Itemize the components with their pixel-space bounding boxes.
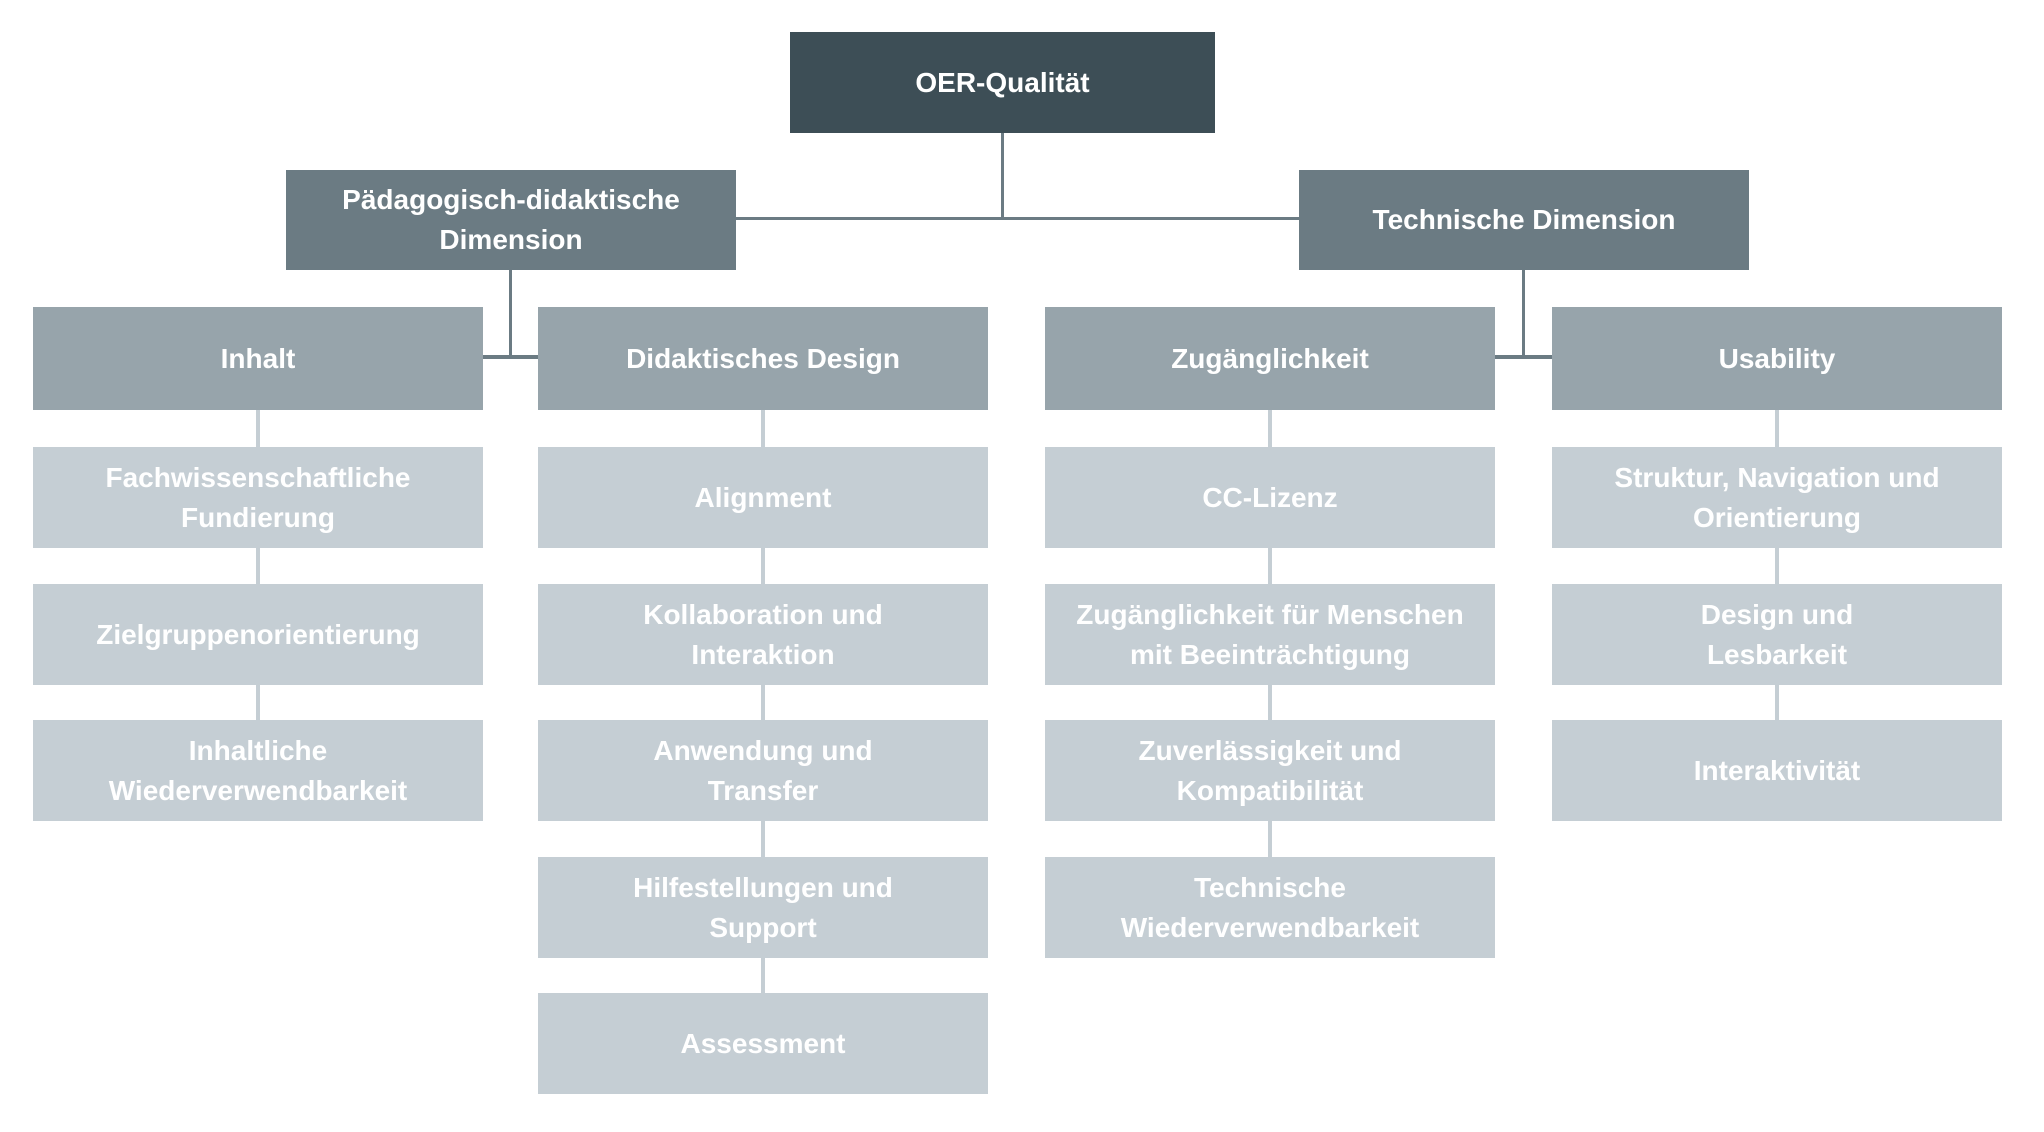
connector-col2-gap4: [761, 958, 765, 993]
node-zugaenglichkeit-fuer-menschen-mit-beeintraechtigung: Zugänglichkeit für Menschen mit Beeinträ…: [1045, 584, 1495, 685]
connector-dim2-bar: [1495, 355, 1552, 359]
connector-root-bar: [736, 217, 1299, 220]
node-usability: Usability: [1552, 307, 2002, 410]
node-kollaboration-und-interaktion: Kollaboration und Interaktion: [538, 584, 988, 685]
node-paedagogisch-didaktische-dimension: Pädagogisch-didaktische Dimension: [286, 170, 736, 270]
connector-col2-gap2: [761, 685, 765, 720]
connector-col4-gap0: [1775, 410, 1779, 447]
connector-col3-gap0: [1268, 410, 1272, 447]
node-inhaltliche-wiederverwendbarkeit: Inhaltliche Wiederverwendbarkeit: [33, 720, 483, 821]
node-oer-qualitaet: OER-Qualität: [790, 32, 1215, 133]
node-struktur-navigation-und-orientierung: Struktur, Navigation und Orientierung: [1552, 447, 2002, 548]
node-zuverlaessigkeit-und-kompatibilitaet: Zuverlässigkeit und Kompatibilität: [1045, 720, 1495, 821]
node-anwendung-und-transfer: Anwendung und Transfer: [538, 720, 988, 821]
connector-col4-gap1: [1775, 548, 1779, 584]
node-fachwissenschaftliche-fundierung: Fachwissenschaftliche Fundierung: [33, 447, 483, 548]
node-zielgruppenorientierung: Zielgruppenorientierung: [33, 584, 483, 685]
connector-col3-gap1: [1268, 548, 1272, 584]
connector-col1-gap1: [256, 548, 260, 584]
connector-col2-gap1: [761, 548, 765, 584]
node-design-und-lesbarkeit: Design und Lesbarkeit: [1552, 584, 2002, 685]
node-alignment: Alignment: [538, 447, 988, 548]
node-inhalt: Inhalt: [33, 307, 483, 410]
node-hilfestellungen-und-support: Hilfestellungen und Support: [538, 857, 988, 958]
connector-col4-gap2: [1775, 685, 1779, 720]
node-interaktivitaet: Interaktivität: [1552, 720, 2002, 821]
connector-dim2-drop: [1522, 270, 1525, 358]
connector-col3-gap3: [1268, 821, 1272, 857]
connector-col1-gap2: [256, 685, 260, 720]
connector-dim1-drop: [509, 270, 512, 358]
connector-dim1-bar: [483, 355, 538, 359]
connector-col2-gap3: [761, 821, 765, 857]
node-didaktisches-design: Didaktisches Design: [538, 307, 988, 410]
connector-col3-gap2: [1268, 685, 1272, 720]
connector-col2-gap0: [761, 410, 765, 447]
connector-root-drop: [1001, 133, 1004, 218]
node-assessment: Assessment: [538, 993, 988, 1094]
node-technische-dimension: Technische Dimension: [1299, 170, 1749, 270]
node-cc-lizenz: CC-Lizenz: [1045, 447, 1495, 548]
connector-col1-gap0: [256, 410, 260, 447]
node-technische-wiederverwendbarkeit: Technische Wiederverwendbarkeit: [1045, 857, 1495, 958]
node-zugaenglichkeit: Zugänglichkeit: [1045, 307, 1495, 410]
